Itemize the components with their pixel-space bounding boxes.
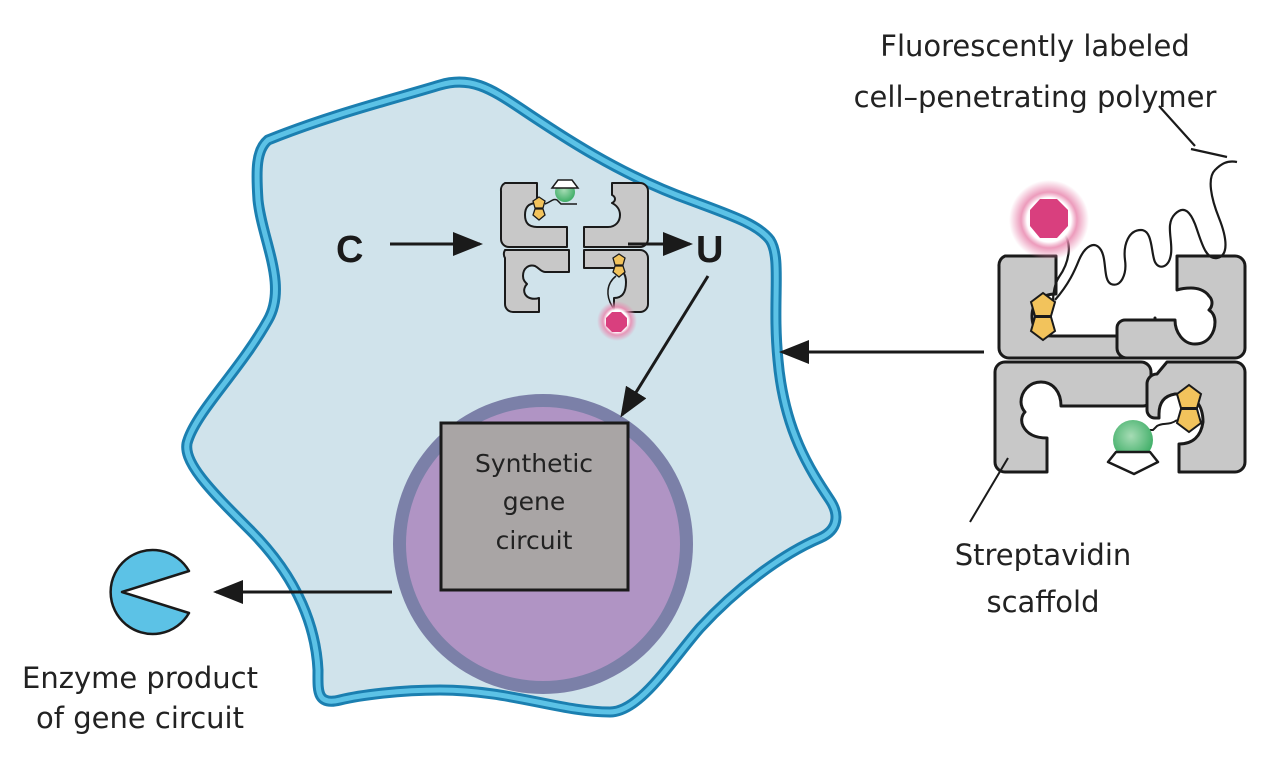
biotin-icon [612,265,626,278]
arrow-u-to-circuit [620,275,710,418]
biotin-icon [532,196,546,209]
biotin-icon [612,253,626,266]
scaffold-leader-line [969,457,1009,523]
biotin-icon [1175,408,1203,434]
biotin-icon [1029,291,1057,317]
linker [544,198,577,205]
biotin-icon [1029,316,1057,342]
linker [1118,419,1178,435]
cell-penetrating-polymer [1009,105,1238,302]
scaffold-label-line1: Streptavidin [955,538,1132,572]
enzyme-label-line2: of gene circuit [36,701,244,735]
scaffold-label-line2: scaffold [986,585,1099,619]
output-label-u: U [696,229,723,271]
polymer-label-line2: cell–penetrating polymer [854,80,1217,114]
scaffold-tile-top-right [583,182,649,248]
receptor-cap-icon [1106,450,1160,476]
streptavidin-scaffold [993,254,1247,476]
intracellular-scaffold [499,179,649,341]
circuit-label-line1: Synthetic [475,449,593,478]
enzyme-icon [109,548,191,636]
green-ligand-icon [1113,420,1153,460]
biotin-icon [532,208,546,221]
fluorophore-icon [606,312,627,332]
polymer-leader-line [1158,105,1196,147]
input-label-c: C [336,229,363,271]
receptor-cap-icon [550,179,580,189]
fluorophore-icon [1030,199,1068,238]
scaffold-tile-top-right [1115,254,1247,360]
polymer-label-line1: Fluorescently labeled [880,29,1189,63]
synthetic-gene-circuit: Synthetic gene circuit [439,421,630,592]
biotin-icon [1175,383,1203,409]
circuit-label-line3: circuit [496,526,573,555]
polymer-end [1190,147,1228,159]
circuit-box [439,421,630,592]
enzyme-label-line1: Enzyme product [22,661,258,695]
circuit-label-line2: gene [503,487,565,516]
scaffold-tile-top-left [499,182,568,248]
scaffold-tile-bottom-left [502,249,570,313]
polymer-chain [1054,160,1238,301]
